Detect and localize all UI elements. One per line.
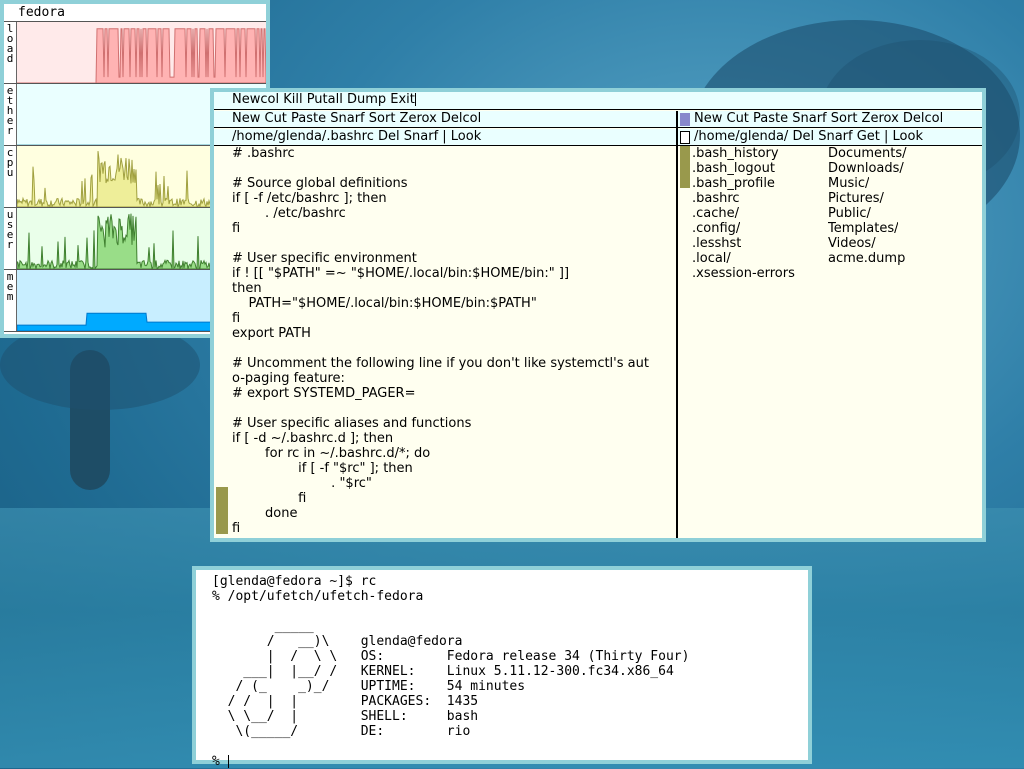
acme-column-divider[interactable] xyxy=(676,111,678,538)
stats-hostname: fedora xyxy=(4,4,266,22)
acme-left-column-tag[interactable]: New Cut Paste Snarf Sort Zerox Delcol xyxy=(214,111,676,128)
file-entry[interactable]: .bash_history xyxy=(692,146,779,161)
graph-label: cpu xyxy=(4,146,17,207)
file-entry[interactable]: acme.dump xyxy=(828,251,906,266)
acme-main-tag-text[interactable]: Newcol Kill Putall Dump Exit xyxy=(232,92,415,107)
terminal-line: _____ xyxy=(212,619,314,634)
file-entry[interactable]: .lesshst xyxy=(692,236,742,251)
file-entry[interactable]: Videos/ xyxy=(828,236,876,251)
file-entry[interactable]: .bashrc xyxy=(692,191,740,206)
terminal-line: / __)\ glenda@fedora xyxy=(212,634,463,649)
acme-left-scrollbar[interactable] xyxy=(216,487,228,534)
graph-label: load xyxy=(4,22,17,83)
file-entry[interactable]: Documents/ xyxy=(828,146,907,161)
acme-left-window-tag[interactable]: /home/glenda/.bashrc Del Snarf | Look xyxy=(214,129,676,146)
acme-right-scrollbar[interactable] xyxy=(680,146,690,188)
file-entry[interactable]: .local/ xyxy=(692,251,731,266)
file-entry[interactable]: .cache/ xyxy=(692,206,740,221)
acme-directory-listing[interactable]: .bash_history.bash_logout.bash_profile.b… xyxy=(692,146,982,538)
acme-right-window-handle[interactable] xyxy=(680,131,690,144)
file-entry[interactable]: .bash_profile xyxy=(692,176,775,191)
acme-main-tag-cursor xyxy=(414,93,416,106)
file-entry[interactable]: Public/ xyxy=(828,206,871,221)
terminal-window[interactable]: [glenda@fedora ~]$ rc % /opt/ufetch/ufet… xyxy=(192,566,812,769)
graph-area xyxy=(17,28,266,83)
acme-right-window-tag-text[interactable]: /home/glenda/ Del Snarf Get | Look xyxy=(694,129,923,144)
file-entry[interactable]: .bash_logout xyxy=(692,161,775,176)
terminal-line: \ \__/ | SHELL: bash xyxy=(212,709,479,724)
terminal-line: % xyxy=(212,754,228,769)
file-entry[interactable]: .config/ xyxy=(692,221,741,236)
acme-left-column-tag-text[interactable]: New Cut Paste Snarf Sort Zerox Delcol xyxy=(232,111,482,126)
acme-window[interactable]: Newcol Kill Putall Dump Exit New Cut Pas… xyxy=(210,88,986,542)
graph-load: load xyxy=(4,22,266,84)
file-entry[interactable]: Music/ xyxy=(828,176,870,191)
acme-right-window-tag[interactable]: /home/glenda/ Del Snarf Get | Look xyxy=(678,129,982,146)
graph-plot xyxy=(17,22,266,83)
terminal-output[interactable]: [glenda@fedora ~]$ rc % /opt/ufetch/ufet… xyxy=(212,574,689,769)
file-entry[interactable]: Downloads/ xyxy=(828,161,904,176)
acme-right-column-handle[interactable] xyxy=(680,113,690,126)
acme-right-column-tag[interactable]: New Cut Paste Snarf Sort Zerox Delcol xyxy=(678,111,982,128)
terminal-line: [glenda@fedora ~]$ rc xyxy=(212,574,377,589)
terminal-line: \(_____/ DE: rio xyxy=(212,724,471,739)
terminal-line: / / | | PACKAGES: 1435 xyxy=(212,694,479,709)
graph-label: user xyxy=(4,208,17,269)
terminal-cursor xyxy=(227,755,229,768)
acme-right-column-tag-text[interactable]: New Cut Paste Snarf Sort Zerox Delcol xyxy=(694,111,944,126)
graph-label: mem xyxy=(4,270,17,331)
file-entry[interactable]: .xsession-errors xyxy=(692,266,795,281)
terminal-line: % /opt/ufetch/ufetch-fedora xyxy=(212,589,424,604)
acme-bashrc-body[interactable]: # .bashrc # Source global definitions if… xyxy=(232,146,649,536)
graph-label: ether xyxy=(4,84,17,145)
acme-main-tag[interactable]: Newcol Kill Putall Dump Exit xyxy=(214,92,982,110)
acme-left-window-tag-text[interactable]: /home/glenda/.bashrc Del Snarf | Look xyxy=(232,129,482,144)
terminal-line: | / \ \ OS: Fedora release 34 (Thirty Fo… xyxy=(212,649,690,664)
file-entry[interactable]: Templates/ xyxy=(828,221,899,236)
file-entry[interactable]: Pictures/ xyxy=(828,191,884,206)
terminal-line: / (_ _)_/ UPTIME: 54 minutes xyxy=(212,679,526,694)
terminal-line: ___| |__/ / KERNEL: Linux 5.11.12-300.fc… xyxy=(212,664,674,679)
